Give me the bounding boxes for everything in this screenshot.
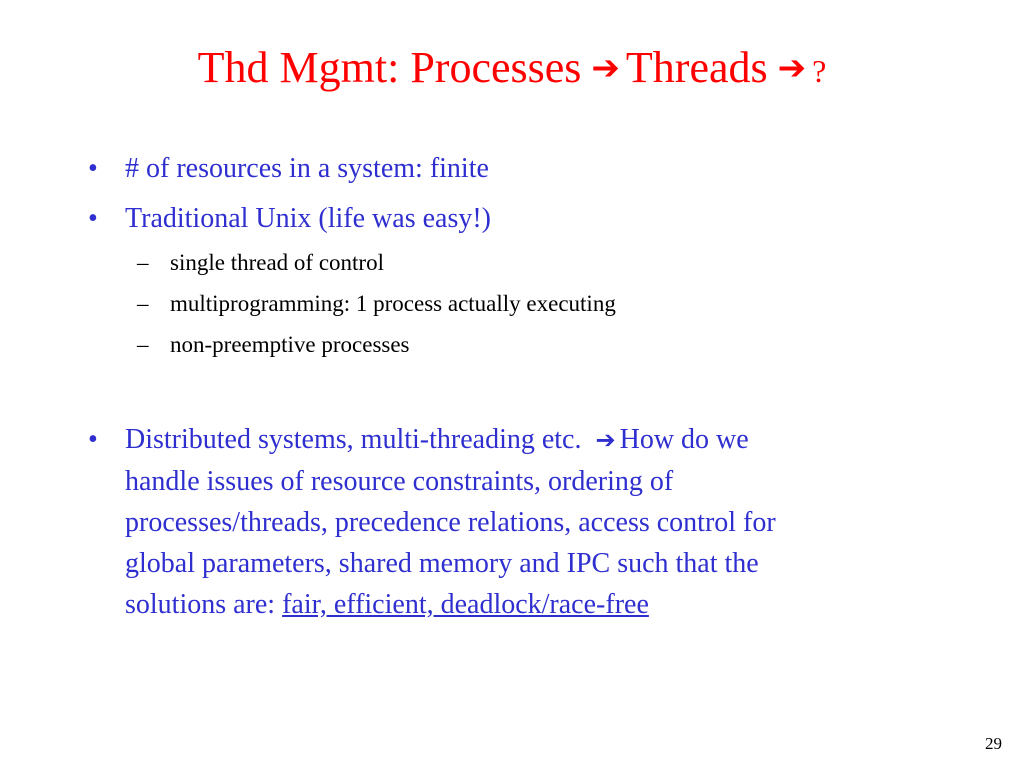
paragraph-line: processes/threads, precedence relations,…	[125, 507, 776, 538]
paragraph-line: solutions are: fair, efficient, deadlock…	[125, 584, 945, 625]
right-arrow-icon: ➔	[777, 48, 807, 88]
paragraph-line: handle issues of resource constraints, o…	[125, 466, 674, 497]
paragraph-line5-lead: solutions are:	[125, 589, 283, 620]
sub-bullet-marker: –	[137, 250, 149, 275]
page-number: 29	[985, 734, 1002, 753]
sub-bullet-marker: –	[137, 332, 149, 357]
right-arrow-icon: ➔	[591, 48, 620, 88]
paragraph-line: global parameters, shared memory and IPC…	[125, 548, 759, 579]
slide-title: Thd Mgmt: Processes➔Threads➔?	[0, 40, 1024, 99]
paragraph-lead: Distributed systems, multi-threading etc…	[125, 424, 582, 455]
sub-bullet-single-thread: single thread of control	[170, 250, 384, 275]
sub-bullet-multiprogramming: multiprogramming: 1 process actually exe…	[170, 291, 616, 316]
bullet-traditional-unix: Traditional Unix (life was easy!)	[125, 203, 491, 234]
underlined-goals: fair, efficient, deadlock/race-free	[282, 589, 649, 620]
right-arrow-icon: ➔	[595, 426, 616, 454]
bullet-resources: # of resources in a system: finite	[125, 153, 489, 184]
title-question-mark: ?	[812, 53, 827, 89]
sub-bullet-non-preemptive: non-preemptive processes	[170, 332, 410, 357]
bullet-marker: •	[88, 203, 98, 234]
paragraph-line: Distributed systems, multi-threading etc…	[125, 419, 945, 461]
paragraph-line1-tail: How do we	[619, 424, 749, 455]
title-part-threads: Threads	[625, 43, 768, 92]
bullet-marker: •	[88, 424, 98, 455]
sub-bullet-marker: –	[137, 291, 149, 316]
bullet-marker: •	[88, 153, 98, 184]
bullet-distributed-systems: Distributed systems, multi-threading etc…	[125, 419, 945, 625]
title-part-processes: Thd Mgmt: Processes	[197, 43, 582, 92]
